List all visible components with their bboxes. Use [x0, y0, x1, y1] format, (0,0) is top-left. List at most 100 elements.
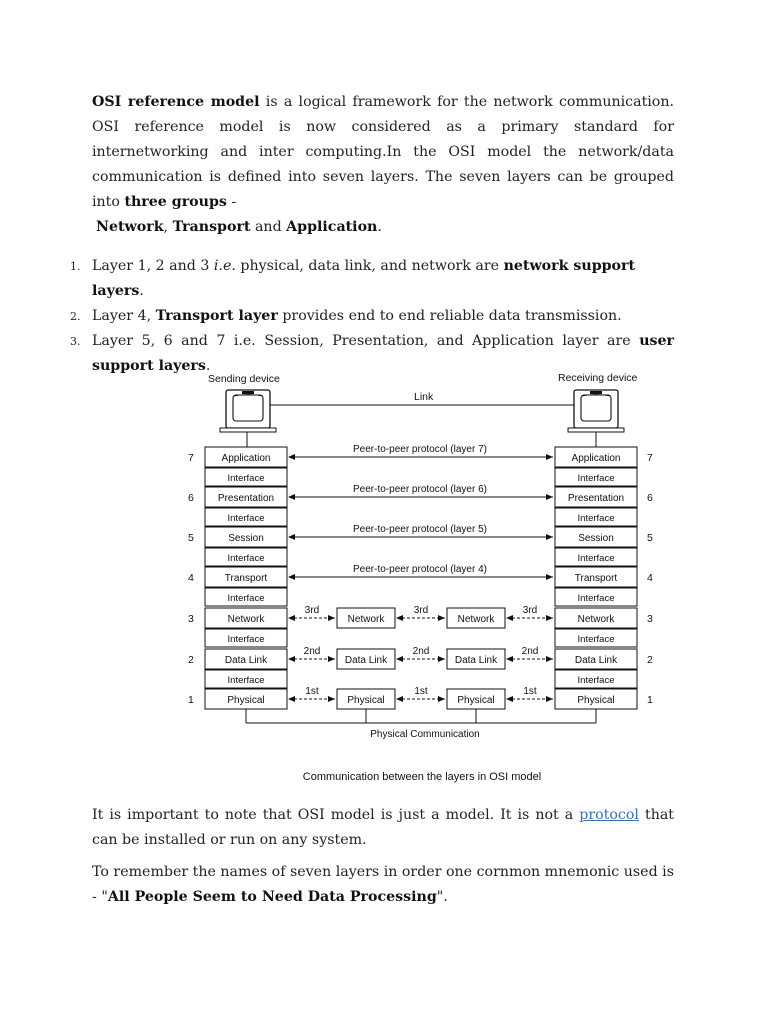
protocol-link[interactable]: protocol — [579, 807, 639, 823]
layer-box — [554, 526, 638, 548]
peer-protocol-label: Peer-to-peer protocol (layer 7) — [353, 444, 487, 455]
monitor-icon — [219, 389, 277, 433]
node-label: Physical — [347, 695, 384, 706]
intro-transport: Transport — [172, 219, 251, 235]
interface-label: Interface — [228, 513, 265, 524]
hop-label: 3rd — [523, 605, 537, 616]
intro-comma: , — [163, 219, 173, 235]
hop-label: 3rd — [305, 605, 319, 616]
intro-network: Network — [96, 219, 164, 235]
hop-label: 1st — [414, 686, 428, 697]
interface-label: Interface — [578, 675, 615, 686]
hop-labels: 3rd 3rd 3rd 2nd 2nd 2nd 1st 1st 1st — [304, 605, 539, 697]
layer-box — [554, 486, 638, 508]
layer-number: 5 — [647, 532, 653, 544]
layer-label: Presentation — [568, 493, 624, 504]
intro-term: OSI reference model — [92, 94, 260, 110]
layer-label: Application — [222, 453, 271, 464]
layer-label: Physical — [577, 695, 614, 706]
layer-label: Transport — [225, 573, 268, 584]
layer-box — [204, 446, 288, 468]
note-text: It is important to note that OSI model i… — [92, 807, 580, 823]
layer-number: 1 — [647, 694, 653, 706]
layer-box — [554, 566, 638, 588]
layer-box — [554, 648, 638, 670]
list-bold: user support layers — [92, 333, 674, 374]
right-stack: Application Interface Presentation Inter… — [554, 446, 638, 710]
list-bold: Transport layer — [155, 308, 278, 324]
list-item: 3. Layer 5, 6 and 7 i.e. Session, Present… — [70, 329, 674, 379]
intro-application: Application — [286, 219, 378, 235]
layer-label: Network — [578, 614, 616, 625]
node-box — [446, 607, 506, 629]
list-text: Layer 1, 2 and 3 — [92, 258, 214, 274]
hop-label: 2nd — [413, 646, 430, 657]
hop-label: 2nd — [522, 646, 539, 657]
sending-device-label: Sending device — [208, 373, 280, 385]
interface-label: Interface — [228, 553, 265, 564]
monitor-icon — [567, 389, 625, 433]
list-text: . — [205, 358, 211, 374]
intro-and: and — [250, 219, 287, 235]
layer-number: 2 — [188, 654, 194, 666]
mnemonic-text: To remember the names of seven layers in… — [92, 864, 674, 905]
layer-number: 1 — [188, 694, 194, 706]
list-number: 1. — [70, 260, 81, 273]
mnemonic-quote: ". — [436, 889, 448, 905]
layer-box — [554, 446, 638, 468]
list-text: . — [139, 283, 144, 299]
diagram-caption: Communication between the layers in OSI … — [303, 771, 541, 783]
peer-protocol-arrows: Peer-to-peer protocol (layer 7) Peer-to-… — [288, 444, 553, 580]
intermediate-nodes: Network Network Data Link Data Link Phys… — [336, 607, 506, 710]
node-label: Network — [348, 614, 386, 625]
intro-text: is a logical framework for the network c… — [92, 94, 674, 210]
node-box — [446, 648, 506, 670]
layer-number: 2 — [647, 654, 653, 666]
layer-number: 4 — [188, 572, 194, 584]
interface-label: Interface — [578, 473, 615, 484]
layer-label: Presentation — [218, 493, 274, 504]
layer-box — [204, 486, 288, 508]
left-stack: Application Interface Presentation Inter… — [204, 446, 288, 710]
node-label: Data Link — [455, 655, 498, 666]
intro-groups: three groups — [124, 194, 227, 210]
hop-label: 1st — [305, 686, 319, 697]
list-number: 2. — [70, 310, 81, 323]
layer-label: Session — [578, 533, 614, 544]
note-paragraph: It is important to note that OSI model i… — [92, 803, 674, 853]
interface-label: Interface — [578, 513, 615, 524]
list-text: Layer 5, 6 and 7 i.e. Session, Presentat… — [92, 333, 640, 349]
layer-numbers: 7 6 5 4 3 2 1 7 6 5 4 3 2 1 — [188, 452, 653, 706]
layer-label: Application — [572, 453, 621, 464]
layer-label: Network — [228, 614, 266, 625]
list-text: Layer 4, — [92, 308, 156, 324]
interface-label: Interface — [578, 634, 615, 645]
peer-protocol-label: Peer-to-peer protocol (layer 4) — [353, 564, 487, 575]
list-ie: i.e. — [213, 258, 236, 274]
hop-label: 2nd — [304, 646, 321, 657]
interface-label: Interface — [578, 593, 615, 604]
note-text: that can be installed or run on any syst… — [92, 807, 674, 848]
layer-label: Physical — [227, 695, 264, 706]
layer-number: 4 — [647, 572, 653, 584]
layer-label: Session — [228, 533, 264, 544]
list-text: provides end to end reliable data transm… — [277, 308, 622, 324]
layer-box — [204, 648, 288, 670]
peer-protocol-label: Peer-to-peer protocol (layer 5) — [353, 524, 487, 535]
layer-box — [554, 607, 638, 629]
list-bold: network support layers — [92, 258, 636, 299]
osi-diagram: Sending device Receiving device Link App… — [188, 372, 653, 783]
mnemonic-quote: " — [101, 889, 108, 905]
hop-label: 1st — [523, 686, 537, 697]
layer-group-list: 1.Layer 1, 2 and 3 i.e. physical, data l… — [70, 254, 674, 379]
layer-label: Transport — [575, 573, 618, 584]
list-number: 3. — [70, 335, 81, 348]
layer-box — [204, 607, 288, 629]
interface-label: Interface — [228, 634, 265, 645]
hop-label: 3rd — [414, 605, 428, 616]
layer-number: 3 — [188, 613, 194, 625]
link-label: Link — [414, 391, 434, 403]
mnemonic-bold: All People Seem to Need Data Processing — [107, 889, 437, 905]
layer-number: 6 — [188, 492, 194, 504]
node-label: Network — [458, 614, 496, 625]
